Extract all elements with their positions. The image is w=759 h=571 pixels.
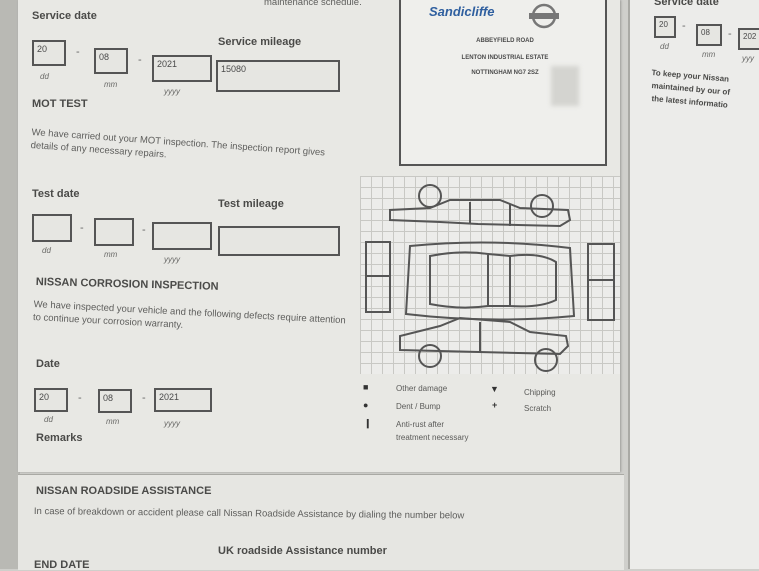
dealer-name: Sandicliffe [429,4,495,19]
service-mileage-field[interactable]: 15080 [216,60,340,92]
dd-label: dd [44,415,53,424]
date-separator: - [728,28,732,40]
stamp-smudge [551,66,579,106]
next-service-date-heading: Service date [654,0,719,8]
test-date-yyyy-field[interactable] [152,222,212,250]
corrosion-date-heading: Date [36,358,60,370]
corrosion-date-yyyy-field[interactable]: 2021 [154,388,212,412]
binder-edge [0,0,20,569]
legend-scratch: Scratch [524,404,552,413]
corrosion-date-dd-field[interactable]: 20 [34,388,68,412]
yyyy-label: yyy [742,54,754,63]
legend-bar-icon: ❙ [364,418,372,428]
yyyy-label: yyyy [164,419,180,428]
corrosion-date-mm-field[interactable]: 08 [98,389,132,413]
next-page: Service date 20 - 08 - 202 dd mm yyy To … [628,0,759,569]
next-date-yyyy-field[interactable]: 202 [738,28,759,50]
next-date-mm-field[interactable]: 08 [696,24,722,46]
next-page-text-3: the latest informatio [651,94,729,110]
legend-plus-icon: + [492,400,498,410]
service-date-mm-field[interactable]: 08 [94,48,128,74]
legend-square-icon: ■ [363,382,369,392]
legend-chipping: Chipping [524,388,556,397]
roadside-assistance-section: NISSAN ROADSIDE ASSISTANCE In case of br… [18,474,624,571]
nissan-logo-icon [529,3,559,29]
mm-label: mm [104,80,118,89]
service-mileage-heading: Service mileage [218,36,302,48]
mm-label: mm [106,417,120,426]
legend-other-damage: Other damage [396,384,448,393]
legend-triangle-icon: ▼ [490,384,499,394]
roadside-text: In case of breakdown or accident please … [33,505,465,522]
dealer-address-line-2: LENTON INDUSTRIAL ESTATE [461,55,549,61]
legend-anti-rust: Anti-rust after treatment necessary [396,420,469,442]
date-separator: - [142,392,146,404]
corrosion-title: NISSAN CORROSION INSPECTION [35,276,219,293]
date-separator: - [138,54,142,66]
service-date-yyyy-field[interactable]: 2021 [152,55,212,82]
car-damage-diagram-icon [365,184,615,372]
yyyy-label: yyyy [164,255,180,264]
mm-label: mm [104,250,118,259]
dd-label: dd [660,42,669,51]
test-date-dd-field[interactable] [32,214,72,242]
dealer-address-line-3: NOTTINGHAM NG7 2SZ [471,70,539,76]
remarks-heading: Remarks [36,432,83,444]
date-separator: - [682,20,686,32]
uk-number-heading: UK roadside Assistance number [218,545,387,557]
roadside-title: NISSAN ROADSIDE ASSISTANCE [36,485,212,497]
end-date-heading: END DATE [34,559,90,571]
date-separator: - [76,46,80,58]
legend-dot-icon: ● [363,400,369,410]
dealer-address-line-1: ABBEYFIELD ROAD [476,38,534,44]
date-separator: - [78,392,82,404]
mot-text: We have carried out your MOT inspection.… [30,126,326,161]
test-mileage-field[interactable] [218,226,340,256]
service-record-page: maintenance schedule. Service date Servi… [18,0,620,472]
test-date-mm-field[interactable] [94,218,134,246]
dd-label: dd [42,246,51,255]
test-mileage-heading: Test mileage [218,198,284,210]
dealer-stamp: Sandicliffe ABBEYFIELD ROAD LENTON INDUS… [399,0,607,166]
next-date-dd-field[interactable]: 20 [654,16,676,38]
yyyy-label: yyyy [164,87,180,96]
mot-title: MOT TEST [32,98,88,110]
legend-dent-bump: Dent / Bump [396,402,441,411]
top-cut-text: maintenance schedule. [264,0,362,8]
service-date-dd-field[interactable]: 20 [32,40,66,66]
service-date-heading: Service date [32,10,97,22]
mm-label: mm [702,50,716,59]
car-damage-diagram [360,176,620,374]
date-separator: - [142,224,146,236]
dd-label: dd [40,72,49,81]
corrosion-text: We have inspected your vehicle and the f… [32,298,346,331]
date-separator: - [80,222,84,234]
test-date-heading: Test date [32,188,80,200]
